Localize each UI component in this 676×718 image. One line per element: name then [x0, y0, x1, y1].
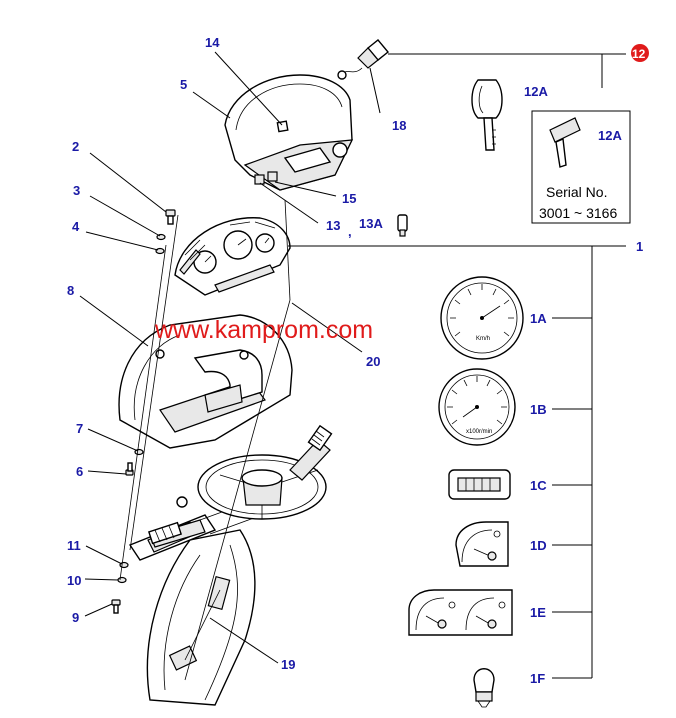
callout-19: 19: [281, 657, 295, 672]
callout-12: 12: [632, 47, 646, 61]
callout-8: 8: [67, 283, 74, 298]
callout-12a-top: 12A: [524, 84, 548, 99]
instrument-hood: [224, 74, 354, 191]
bulb-1f: [473, 668, 495, 708]
callout-18: 18: [392, 118, 406, 133]
callout-10: 10: [67, 573, 81, 588]
callout-11: 11: [67, 538, 81, 553]
callout-13: 13: [326, 218, 340, 233]
washer-4: [155, 247, 165, 255]
callout-14: 14: [205, 35, 220, 50]
fastener-bolt-2: [165, 209, 176, 225]
combination-switch-right: [289, 424, 333, 481]
serial-key-box: [531, 110, 631, 224]
callout-2: 2: [72, 139, 79, 154]
tach-unit-label: x100r/min: [466, 429, 492, 435]
washer-10: [117, 576, 127, 584]
key-12a-boxed: [549, 117, 581, 168]
ignition-switch: [337, 39, 389, 80]
callout-20: 20: [366, 354, 380, 369]
lower-dash-panel: [118, 314, 293, 508]
callout-4: 4: [72, 219, 80, 234]
callout-7: 7: [76, 421, 83, 436]
callout-1a: 1A: [530, 311, 547, 326]
gauge-temperature-1d: [455, 521, 509, 567]
gauge-hourmeter-1c: [448, 469, 511, 500]
combination-switch-left: [147, 519, 206, 548]
indicator-lamp-13a: [397, 214, 408, 237]
fastener-bolt-6: [125, 462, 134, 476]
callout-1e: 1E: [530, 605, 546, 620]
callout-1b: 1B: [530, 402, 547, 417]
watermark-text: www.kamprom.com: [154, 316, 373, 344]
callout-1: 1: [636, 239, 643, 254]
callout-9: 9: [72, 610, 79, 625]
gauge-speedometer-1a: Km/h: [440, 276, 524, 360]
callout-3: 3: [73, 183, 80, 198]
serial-label: Serial No.: [546, 184, 607, 200]
callout-6: 6: [76, 464, 83, 479]
callout-5: 5: [180, 77, 187, 92]
serial-range: 3001 ~ 3166: [539, 205, 617, 221]
callout-1d: 1D: [530, 538, 547, 553]
speed-unit-label: Km/h: [476, 336, 490, 342]
callout-15: 15: [342, 191, 356, 206]
instrument-cluster: [174, 217, 291, 296]
key-12a: [471, 79, 503, 151]
callout-comma: ,: [348, 224, 352, 239]
callout-13a: 13A: [359, 216, 383, 231]
gauge-tachometer-1b: x100r/min: [438, 368, 516, 446]
callout-1f: 1F: [530, 671, 545, 686]
leader-lines: [79, 51, 626, 679]
callout-12a-box: 12A: [598, 128, 622, 143]
callout-1c: 1C: [530, 478, 547, 493]
fastener-bolt-9: [111, 599, 121, 614]
steering-column-cover: [146, 529, 256, 706]
callout-12-badge: [631, 44, 649, 62]
gauge-dual-1e: [408, 589, 513, 636]
